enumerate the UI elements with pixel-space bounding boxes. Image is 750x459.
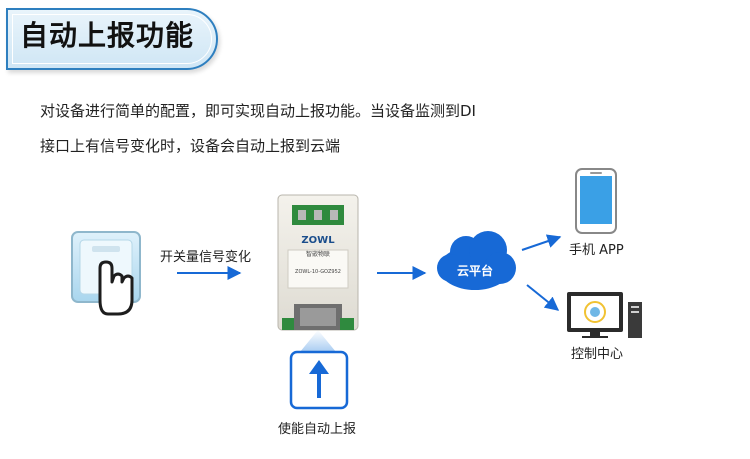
device-brand: ZOWL — [301, 235, 335, 246]
switch-signal-label: 开关量信号变化 — [160, 250, 252, 265]
beam-glow — [300, 330, 336, 352]
cloud-icon — [437, 231, 516, 290]
cloud-label: 云平台 — [457, 263, 493, 278]
arrow-to-phone — [521, 234, 562, 251]
title-badge — [6, 8, 218, 70]
push-button-icon — [71, 231, 141, 316]
device-module — [277, 194, 359, 331]
page-title: 自动上报功能 — [20, 19, 195, 52]
device-brand-cn: 智嵌物联 — [306, 250, 330, 258]
enable-upload-icon — [289, 350, 349, 410]
enable-auto-report-label: 使能自动上报 — [278, 422, 357, 437]
device-model: ZOWL-10-GOZ952 — [295, 269, 341, 275]
control-center-label: 控制中心 — [571, 347, 624, 362]
phone-app-label: 手机 APP — [569, 243, 624, 258]
phone-icon — [575, 168, 617, 234]
arrow-to-pc — [526, 284, 560, 311]
description-line-1: 对设备进行简单的配置，即可实现自动上报功能。当设备监测到DI — [40, 102, 476, 120]
description-line-2: 接口上有信号变化时，设备会自动上报到云端 — [40, 137, 341, 155]
computer-icon — [567, 292, 642, 338]
